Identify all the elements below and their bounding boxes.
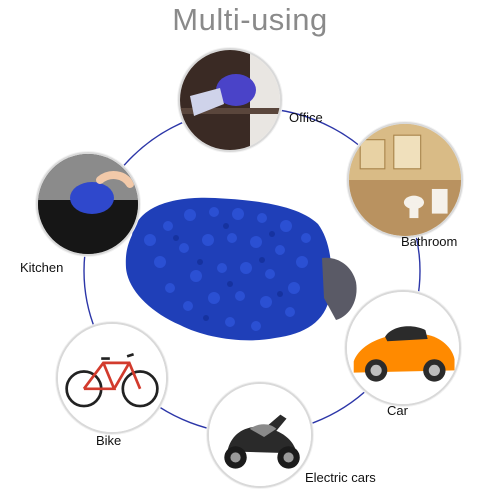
- scooter-image: [209, 384, 311, 486]
- use-label-office: Office: [289, 110, 323, 125]
- use-label-car: Car: [387, 403, 408, 418]
- bathroom-image: [349, 124, 461, 236]
- bike-thumbnail: [56, 322, 168, 434]
- bike-image: [58, 324, 166, 432]
- use-label-bathroom: Bathroom: [401, 234, 458, 249]
- car-thumbnail: [345, 290, 461, 406]
- bathroom-thumbnail: [347, 122, 463, 238]
- scooter-thumbnail: [207, 382, 313, 488]
- kitchen-thumbnail: [36, 152, 140, 256]
- kitchen-image: [38, 154, 138, 254]
- office-image: [180, 50, 280, 150]
- office-thumbnail: [178, 48, 282, 152]
- page-title: Multi-using: [172, 2, 328, 37]
- use-label-electric-cars: Electric cars: [305, 470, 376, 485]
- car-image: [347, 292, 459, 404]
- use-label-bike: Bike: [96, 433, 122, 448]
- use-label-kitchen: Kitchen: [20, 260, 64, 275]
- chenille-mitt-image: [125, 197, 357, 341]
